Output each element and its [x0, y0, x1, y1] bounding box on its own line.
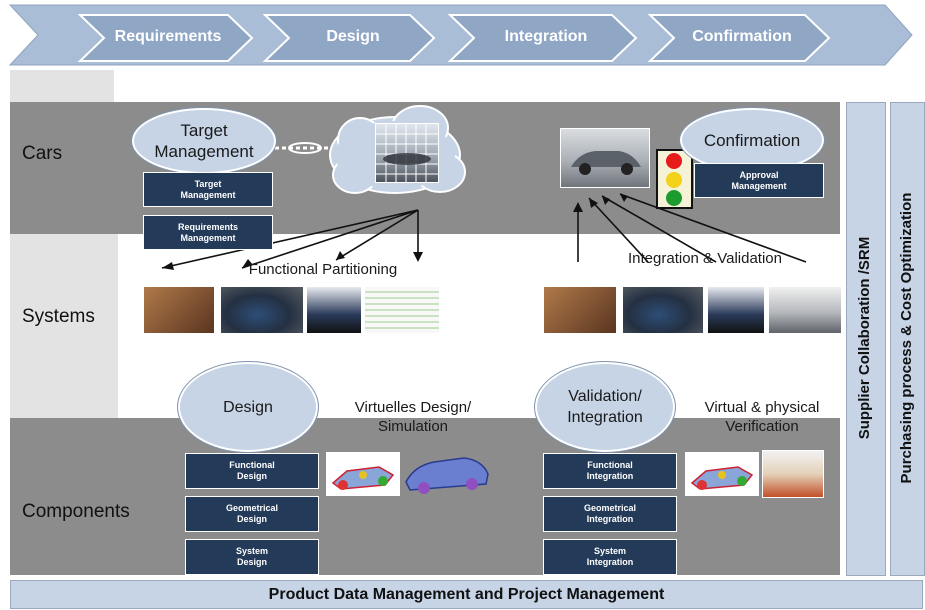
geometrical-design-box-label: Geometrical Design — [225, 503, 279, 524]
integration-photo-car — [768, 286, 842, 334]
step-arrow-design — [262, 14, 436, 62]
footer-bar: Product Data Management and Project Mana… — [10, 580, 923, 609]
functional-design-box-label: Functional Design — [229, 460, 275, 481]
cloud-car-image — [375, 123, 439, 183]
chassis-simulation-image — [326, 452, 400, 496]
integration-photo-interior — [543, 286, 617, 334]
approval-management-box-label: Approval Management — [731, 169, 787, 191]
system-integration-box-label: System Integration — [586, 546, 634, 567]
integration-photo-engineer — [707, 286, 765, 334]
systems-photo-interior — [143, 286, 215, 334]
confirmation-ellipse: Confirmation — [680, 108, 824, 172]
validation-integration-ellipse: Validation/ Integration — [535, 362, 675, 452]
systems-photo-car-render — [220, 286, 304, 334]
system-design-box-label: System Design — [235, 546, 269, 567]
step-label-confirmation: Confirmation — [692, 28, 792, 45]
car-photo-confirmation — [560, 128, 650, 188]
requirements-management-box-label: Requirements Management — [177, 221, 239, 243]
functional-integration-box: Functional Integration — [543, 453, 677, 489]
step-label-integration: Integration — [504, 28, 588, 45]
chassis-verification-image — [685, 452, 759, 496]
integration-validation-label: Integration & Validation — [628, 250, 782, 267]
process-arrow-band — [8, 4, 913, 66]
geometrical-integration-box-label: Geometrical Integration — [583, 503, 637, 524]
corner-cell — [10, 70, 114, 102]
supplier-collaboration-bar — [846, 102, 886, 576]
system-integration-box: System Integration — [543, 539, 677, 575]
row-label-components: Components — [22, 501, 130, 522]
design-ellipse-label: Design — [223, 398, 273, 416]
validation-integration-ellipse-label: Validation/ Integration — [567, 388, 643, 426]
step-label-requirements: Requirements — [114, 28, 222, 45]
geometrical-design-box: Geometrical Design — [185, 496, 319, 532]
systems-label-cell — [10, 234, 118, 418]
footer-label: Product Data Management and Project Mana… — [268, 585, 665, 603]
virtual-design-caption: Virtuelles Design/ Simulation — [354, 399, 472, 435]
step-arrow-requirements — [77, 14, 254, 62]
systems-photo-chart — [364, 286, 440, 334]
confirmation-ellipse-label: Confirmation — [703, 130, 801, 150]
functional-design-box: Functional Design — [185, 453, 319, 489]
step-label-design: Design — [326, 28, 380, 45]
functional-integration-box-label: Functional Integration — [586, 460, 634, 481]
approval-management-box: Approval Management — [694, 163, 824, 198]
step-arrow-confirmation — [647, 14, 831, 62]
car-body-simulation-image — [402, 446, 492, 498]
requirements-management-box: Requirements Management — [143, 215, 273, 250]
systems-photo-engineer — [306, 286, 362, 334]
traffic-light-icon — [656, 149, 693, 209]
design-ellipse: Design — [178, 362, 318, 452]
row-label-cars: Cars — [22, 143, 63, 164]
step-arrow-integration — [447, 14, 638, 62]
target-management-box: Target Management — [143, 172, 273, 207]
geometrical-integration-box: Geometrical Integration — [543, 496, 677, 532]
target-management-ellipse-label: Target Management — [154, 121, 254, 161]
physical-test-image — [762, 450, 824, 498]
functional-partitioning-label: Functional Partitioning — [248, 261, 398, 278]
target-management-box-label: Target Management — [180, 178, 236, 200]
row-label-systems: Systems — [22, 306, 95, 327]
integration-photo-car-render — [622, 286, 704, 334]
system-design-box: System Design — [185, 539, 319, 575]
target-management-ellipse: Target Management — [132, 108, 276, 174]
verification-caption: Virtual & physical Verification — [704, 399, 820, 435]
